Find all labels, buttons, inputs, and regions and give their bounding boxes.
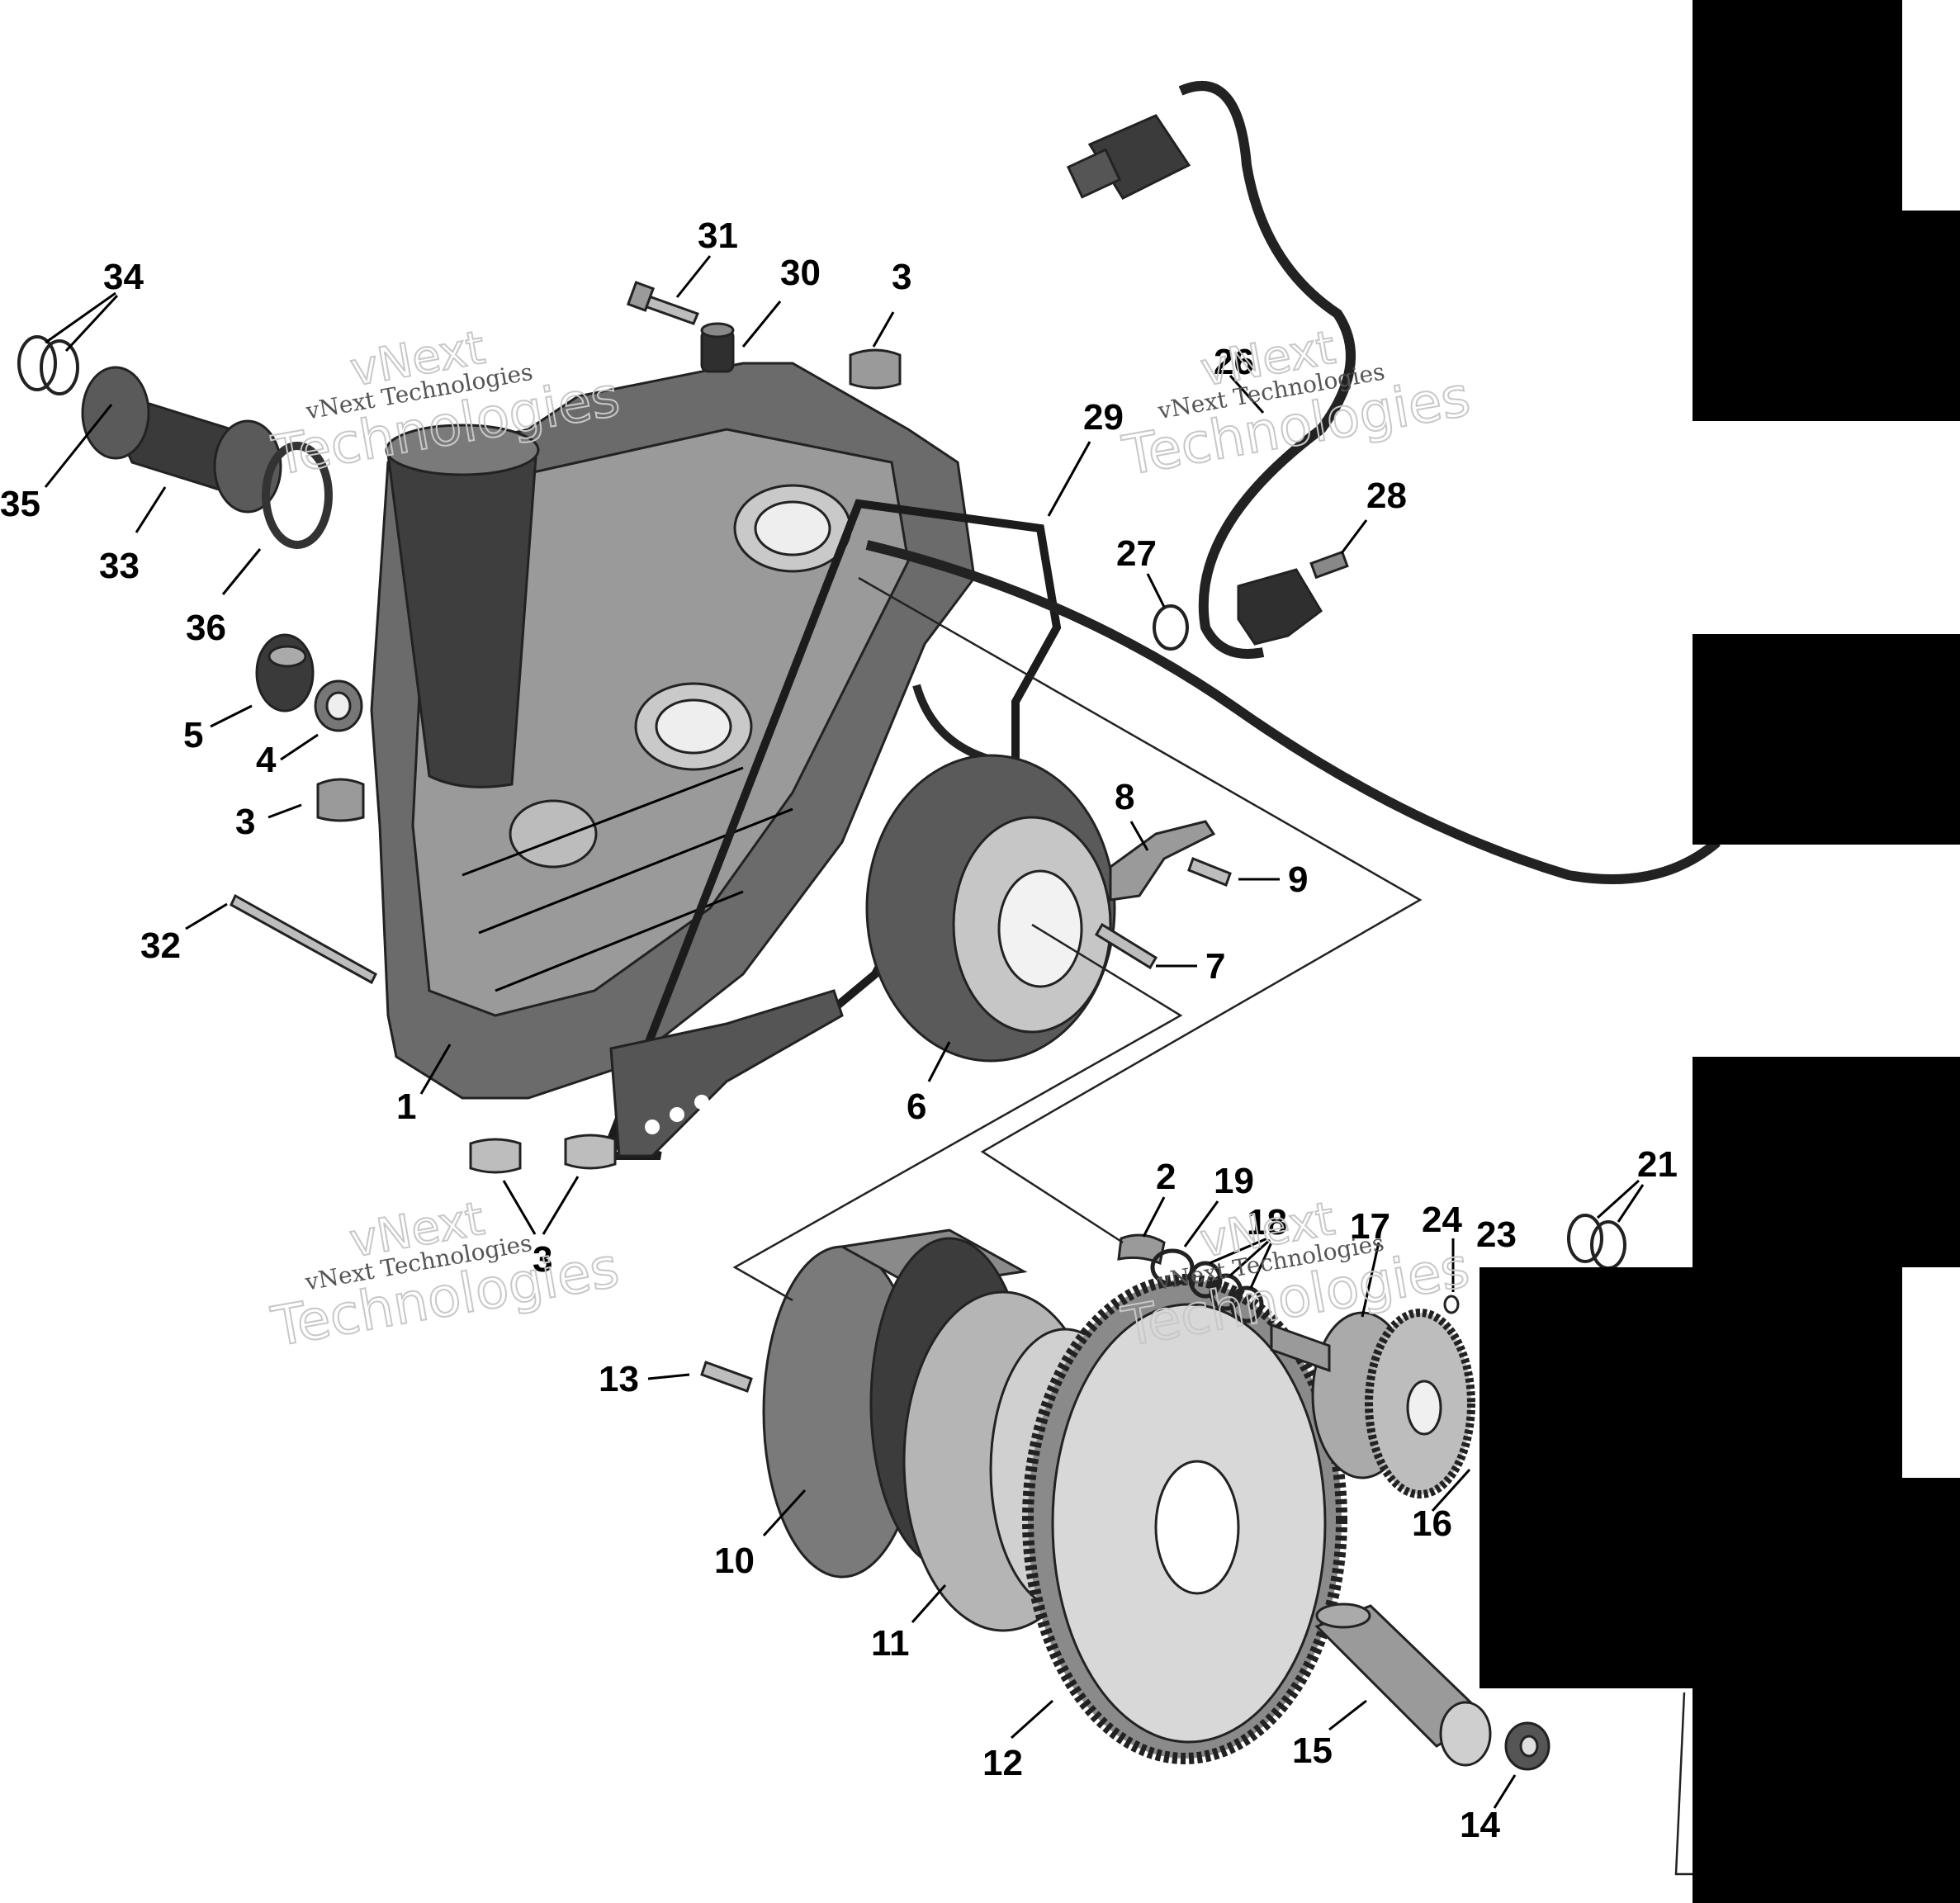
redaction-blocks [1479,0,1960,1903]
part-4-bearing [314,679,363,732]
part-8-bracket [1109,820,1216,902]
callout-labels: 1 2 3 3 3 4 5 6 7 8 9 10 11 12 13 14 15 … [0,215,1749,1845]
callout-1: 1 [396,1086,416,1127]
part-2-bushing [1117,1233,1166,1266]
part-24-clip [1443,1295,1460,1314]
part-14-nut [1504,1721,1550,1771]
redaction-block [1693,1267,1902,1478]
part-21-o-rings [1567,1214,1626,1270]
callout-31: 31 [698,215,738,256]
part-6-stator [865,754,1116,1063]
callout-2: 2 [1156,1157,1176,1197]
callout-7: 7 [1205,946,1225,987]
redaction-block [1693,0,1902,211]
callout-30: 30 [780,253,821,293]
callout-21: 21 [1637,1144,1678,1185]
part-3-dowel-pins [316,348,902,1174]
callout-19: 19 [1214,1161,1254,1201]
callout-3: 3 [533,1239,552,1280]
callout-23: 23 [1476,1214,1517,1255]
callout-24: 24 [1422,1200,1462,1240]
callout-27: 27 [1116,533,1157,574]
callout-35: 35 [0,484,40,524]
part-1-magneto-housing [370,362,976,1100]
redaction-block [1902,1478,1960,1688]
redaction-block [1693,1057,1960,1267]
callout-15: 15 [1292,1730,1333,1771]
part-33-tube [81,366,282,514]
callout-18: 18 [1247,1202,1287,1243]
callout-16: 16 [1412,1503,1452,1544]
part-19-washer [1150,1248,1195,1286]
callout-9: 9 [1288,859,1308,900]
part-32-stud-bolt [230,893,377,985]
watermark-bottom-left: vNext Technologies vNext Technologies [266,1191,624,1360]
part-36-clamp-ring [262,442,333,549]
callout-29: 29 [1083,397,1124,438]
redaction-block [1479,1267,1693,1688]
callout-4: 4 [256,740,277,780]
redaction-block [1693,211,1960,421]
callout-12: 12 [982,1743,1023,1783]
part-31-bolt [626,281,699,325]
part-34-o-rings [17,335,79,395]
part-16-shaft [1270,1323,1331,1373]
part-17-intermediate-gear [1311,1309,1475,1498]
part-29-gasket [605,499,1062,1160]
redaction-block [1693,1688,1960,1903]
callout-32: 32 [140,925,181,966]
callout-13: 13 [599,1359,639,1399]
part-30-clip [700,322,735,373]
callout-26: 26 [1214,342,1254,382]
callout-3: 3 [892,257,911,297]
part-28-crankshaft-sensor [1237,550,1349,646]
callout-10: 10 [714,1541,755,1581]
callout-33: 33 [99,546,140,586]
redaction-block [1693,634,1960,845]
part-18-rings [1188,1261,1264,1323]
callout-11: 11 [871,1623,910,1664]
redaction-block [1693,1478,1902,1688]
part-26-sensor-harness [865,81,1721,884]
part-13-bolt [700,1361,753,1393]
assembly-reference-line-2 [732,923,1183,1302]
part-12-ring-gear [1022,1274,1347,1764]
part-15-drive-sleeve [1314,1602,1492,1767]
part-9-screw [1187,857,1232,887]
part-5-seal [255,633,315,712]
callout-17: 17 [1350,1206,1390,1247]
leader-lines [44,255,1711,1809]
callout-36: 36 [186,608,226,648]
part-7-screw [1094,922,1158,970]
callout-14: 14 [1460,1805,1500,1845]
callout-28: 28 [1366,476,1407,516]
callout-34: 34 [103,257,144,297]
callout-6: 6 [907,1086,926,1127]
part-27-o-ring [1153,604,1189,651]
callout-5: 5 [183,715,203,755]
callout-8: 8 [1115,777,1134,817]
assembly-reference-line [858,576,1423,1244]
callout-3: 3 [235,802,255,842]
